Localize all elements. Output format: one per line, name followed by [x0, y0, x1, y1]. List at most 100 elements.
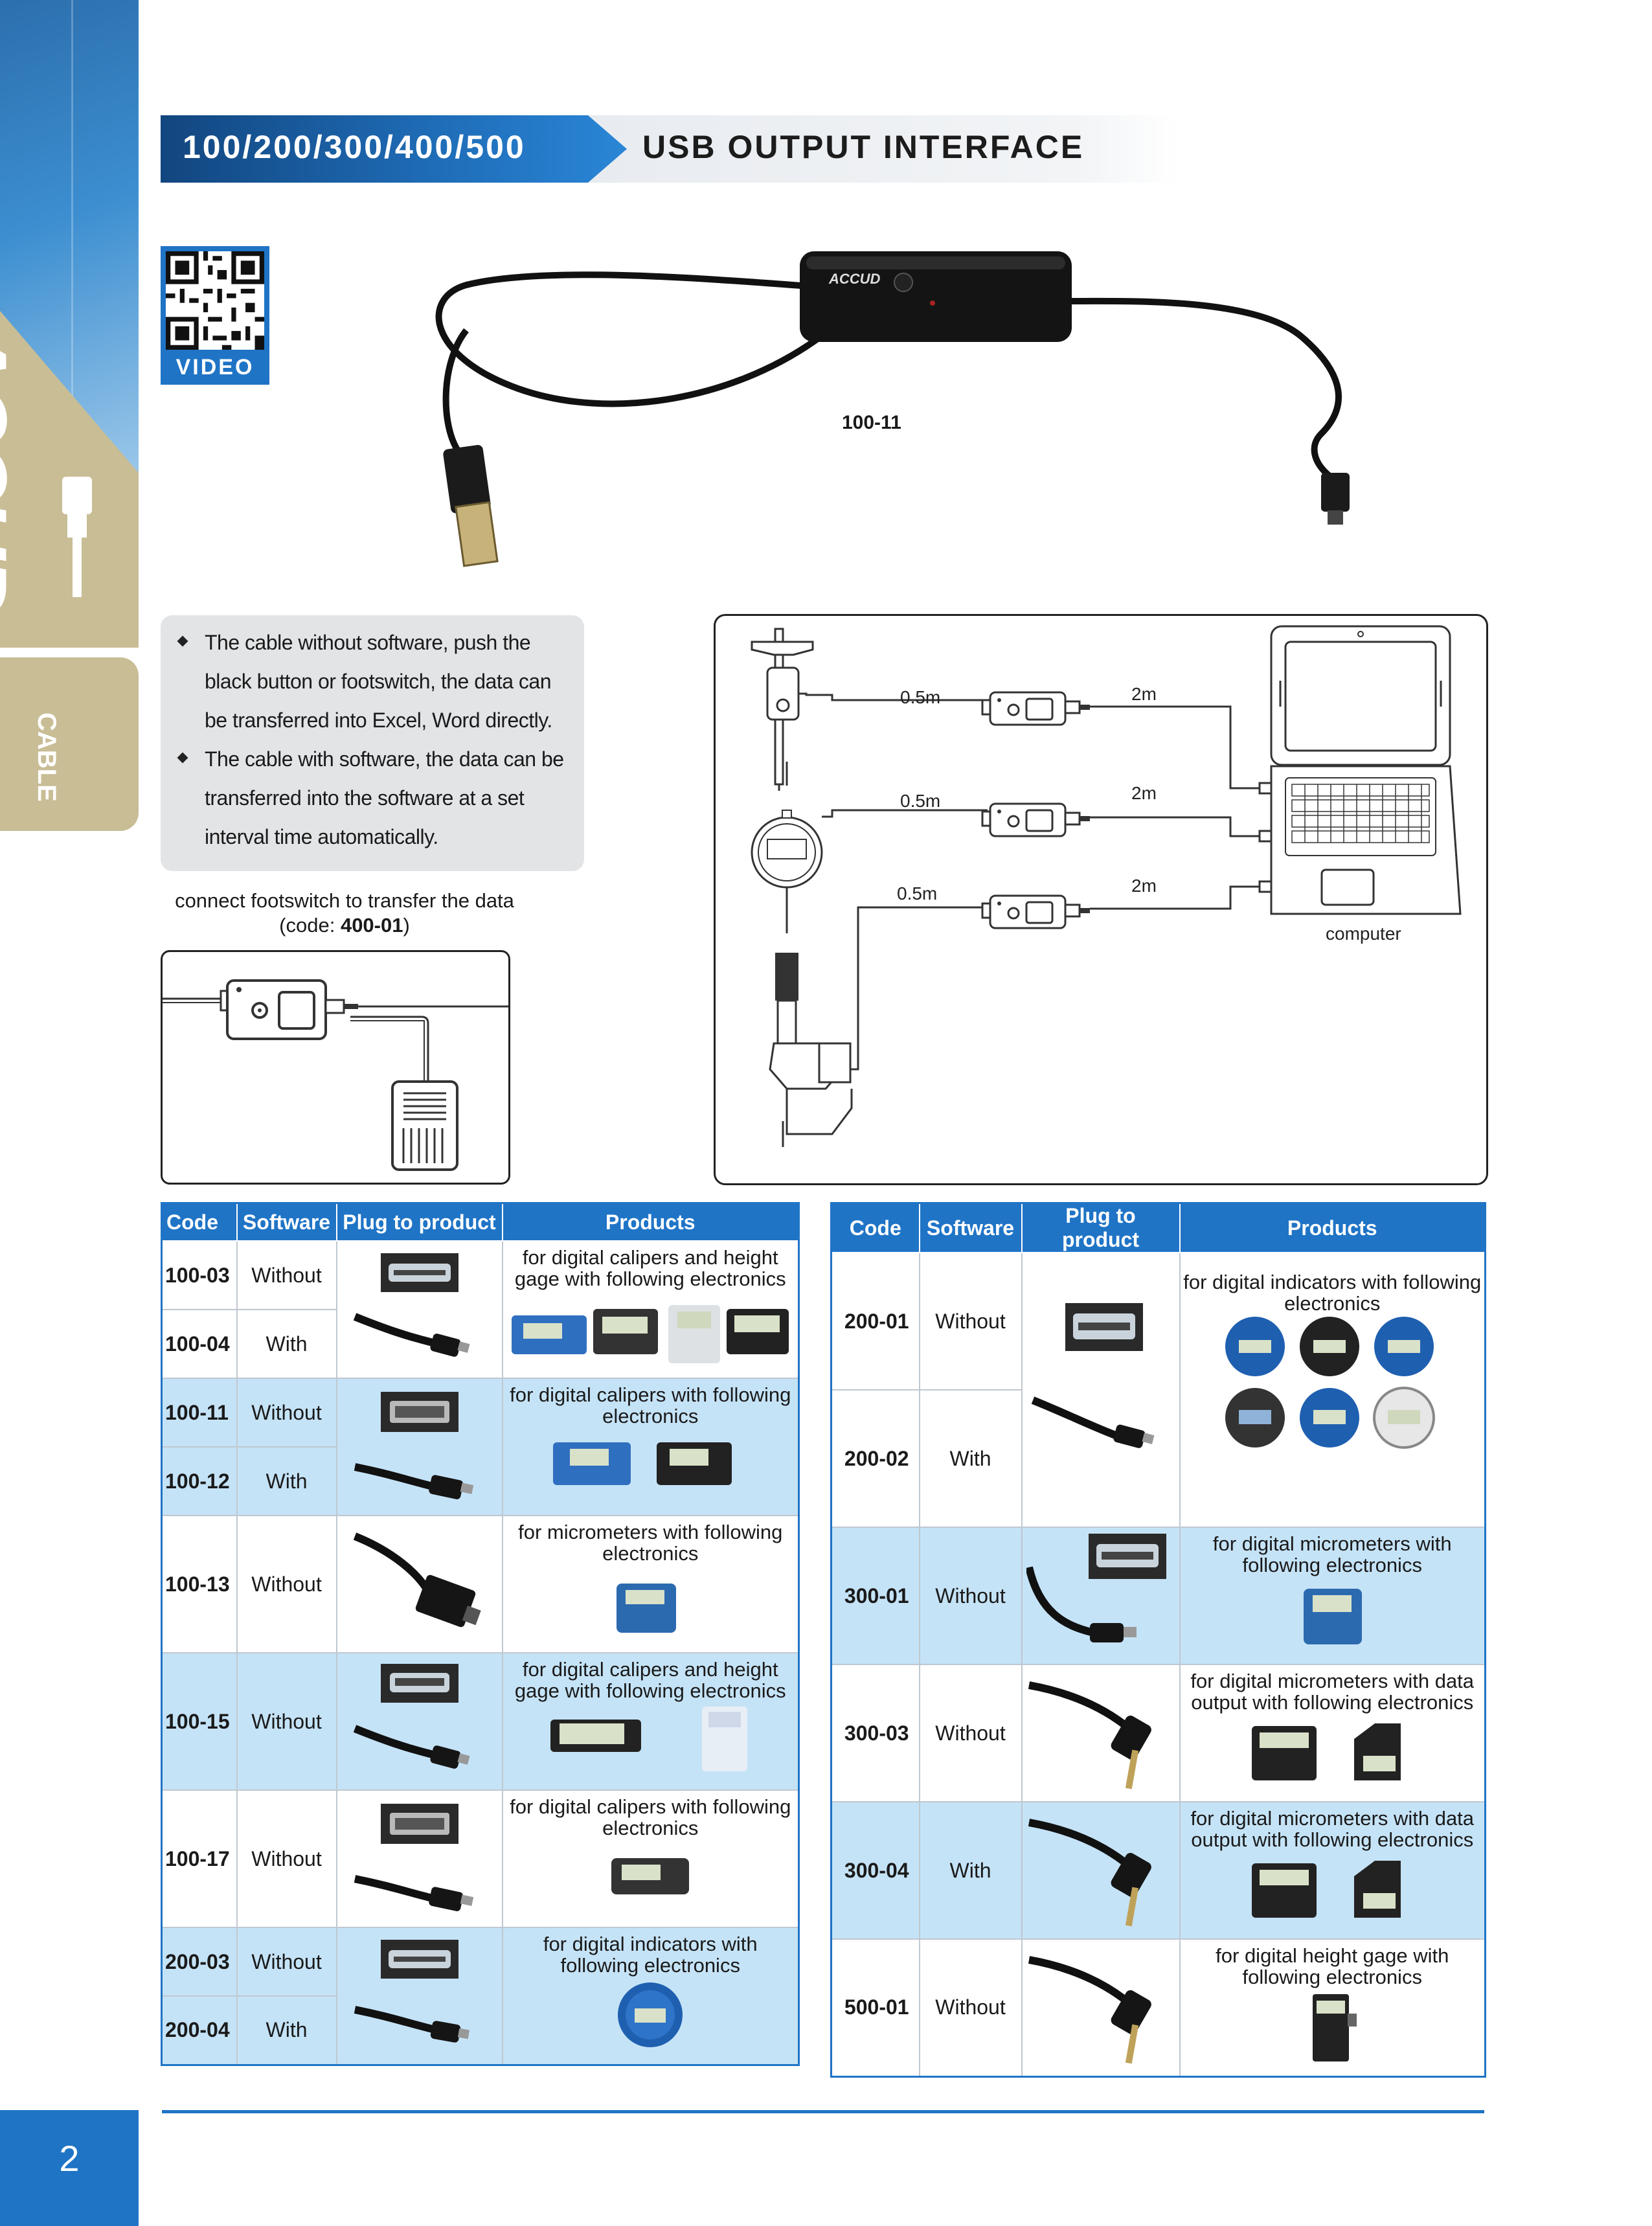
plug-image: [1021, 1664, 1181, 1802]
indicator-electronics-images: [1225, 1317, 1435, 1449]
micro-usb-plug-icon: [353, 1253, 470, 1357]
plug-image: [335, 1789, 503, 1928]
header-models: 100/200/300/400/500: [183, 129, 526, 165]
mini-usb-plug-icon: [353, 1664, 470, 1769]
qr-code[interactable]: [161, 246, 269, 385]
plug-image: [335, 1240, 503, 1379]
mini-usb-plug-icon: [354, 1804, 473, 1911]
plug-image: [1021, 1527, 1181, 1665]
products-cell: for digital indicators with following el…: [1179, 1252, 1486, 1528]
table-row: 100-03 Without for digital calipers and …: [161, 1240, 800, 1379]
micrometer-electronics-image: [1303, 1589, 1362, 1644]
height-gage-electronics-image: [1312, 1994, 1357, 2061]
table-row: 300-01 Without for digital micrometers w…: [830, 1527, 1486, 1665]
info-bullet-2: The cable with software, the data can be…: [177, 740, 570, 856]
footswitch-diagram: [161, 950, 510, 1185]
footswitch-illustration: [163, 979, 508, 1171]
cable-length-long-3: 2m: [1131, 876, 1157, 896]
plug-image: [335, 1652, 503, 1791]
micrometer-electronics-images: [1251, 1723, 1401, 1780]
connection-diagram: 0.5m 0.5m 0.5m 2m 2m 2m computer: [714, 614, 1488, 1185]
caliper-height-electronics-images: [550, 1707, 748, 1771]
cable-length-short-1: 0.5m: [900, 687, 940, 707]
cable-length-long-1: 2m: [1131, 684, 1157, 704]
info-bullet-1: The cable without software, push the bla…: [177, 623, 570, 740]
col-products: Products: [1179, 1202, 1486, 1253]
col-code: Code: [830, 1202, 920, 1253]
table-row: 300-04 With for digital micrometers with…: [830, 1801, 1486, 1940]
usb-cable-image: ACCUD: [435, 251, 1350, 567]
products-cell: for digital micrometers with data output…: [1179, 1801, 1486, 1940]
footswitch-caption: connect footswitch to transfer the data …: [175, 889, 514, 937]
audio-jack-plug-icon: [1028, 1955, 1151, 2064]
right-product-table: Code Software Plug to product Products 2…: [830, 1202, 1486, 2078]
caliper-electronics-images: [553, 1442, 732, 1485]
table-row: 200-04 With: [161, 1995, 799, 2065]
micro-usb-plug-icon: [1024, 1534, 1166, 1642]
table-row: 100-13 Without for micrometers with foll…: [161, 1515, 800, 1653]
products-cell: for digital indicators with following el…: [501, 1927, 800, 2065]
qr-pattern: [166, 251, 264, 350]
products-cell: for digital calipers with following elec…: [501, 1378, 800, 1516]
table-header-row: Code Software Plug to product Products: [161, 1202, 800, 1242]
plug-image: [335, 1378, 503, 1516]
products-cell: for digital height gage with following e…: [1179, 1938, 1486, 2077]
plug-image: [1021, 1801, 1181, 1940]
header-title: USB OUTPUT INTERFACE: [642, 129, 1085, 165]
col-software: Software: [918, 1202, 1023, 1253]
table-row: 100-04 With: [161, 1309, 799, 1379]
header-models-banner: [161, 115, 627, 183]
table-row: 100-11 Without for digital calipers with…: [161, 1378, 800, 1516]
cable-length-short-2: 0.5m: [900, 791, 940, 811]
table-row: 200-02 With: [830, 1389, 1486, 1528]
info-box: The cable without software, push the bla…: [161, 615, 584, 871]
table-row: 200-01 Without for digital indicators wi…: [830, 1252, 1486, 1528]
products-cell: for digital micrometers with following e…: [1179, 1527, 1486, 1665]
left-product-table: Code Software Plug to product Products 1…: [161, 1202, 800, 2066]
plug-image: [1021, 1938, 1181, 2077]
col-plug: Plug to product: [335, 1202, 503, 1242]
table-row: 100-12 With: [161, 1446, 799, 1516]
cable-box-logo: ACCUD: [828, 271, 881, 287]
sidebar-tan-shape: [0, 311, 139, 648]
page-number: 2: [59, 2138, 80, 2179]
footer-rule: [162, 2110, 1484, 2113]
micro-usb-plug-icon: [1031, 1303, 1155, 1448]
caliper-electronics-image: [611, 1858, 690, 1894]
plug-image: [1021, 1252, 1181, 1528]
brand-logo: ACCUD: [0, 324, 25, 615]
audio-jack-plug-icon: [1028, 1819, 1151, 1927]
table-row: 300-03 Without for digital micrometers w…: [830, 1664, 1486, 1802]
cable-length-short-3: 0.5m: [897, 883, 937, 903]
page-number-box: [0, 2110, 139, 2226]
qr-video-label: VIDEO: [175, 355, 255, 380]
caliper-electronics-images: [512, 1305, 789, 1363]
micro-usb-plug-icon: [354, 1939, 470, 2043]
table-row: 100-15 Without for digital calipers and …: [161, 1652, 800, 1791]
col-plug: Plug to product: [1021, 1202, 1181, 1253]
col-software: Software: [236, 1202, 337, 1242]
sidebar-tab-label: CABLE: [32, 712, 61, 802]
products-cell: for digital calipers and height gage wit…: [501, 1652, 800, 1791]
micrometer-electronics-image: [617, 1584, 677, 1633]
audio-jack-plug-icon: [1028, 1681, 1151, 1789]
products-cell: for digital calipers and height gage wit…: [501, 1240, 800, 1379]
mini-usb-plug-icon: [354, 1392, 473, 1499]
products-cell: for micrometers with following electroni…: [501, 1515, 800, 1653]
table-header-row: Code Software Plug to product Products: [830, 1202, 1486, 1253]
plug-image: [335, 1927, 503, 2065]
col-products: Products: [501, 1202, 800, 1242]
cable-length-long-2: 2m: [1131, 783, 1157, 803]
products-cell: for digital micrometers with data output…: [1179, 1664, 1486, 1802]
footswitch-code: 400-01: [340, 914, 403, 937]
products-cell: for digital calipers with following elec…: [501, 1789, 800, 1928]
col-code: Code: [161, 1202, 238, 1242]
cable-product-code: 100-11: [842, 412, 901, 433]
connection-illustration: 0.5m 0.5m 0.5m 2m 2m 2m computer: [751, 625, 1462, 1147]
sidebar-tab-cable[interactable]: [0, 657, 139, 831]
plug-image: [335, 1515, 503, 1653]
computer-label: computer: [1326, 924, 1401, 944]
table-row: 100-17 Without for digital calipers with…: [161, 1789, 800, 1928]
table-row: 200-03 Without for digital indicators wi…: [161, 1927, 800, 2065]
table-row: 500-01 Without for digital height gage w…: [830, 1938, 1486, 2077]
